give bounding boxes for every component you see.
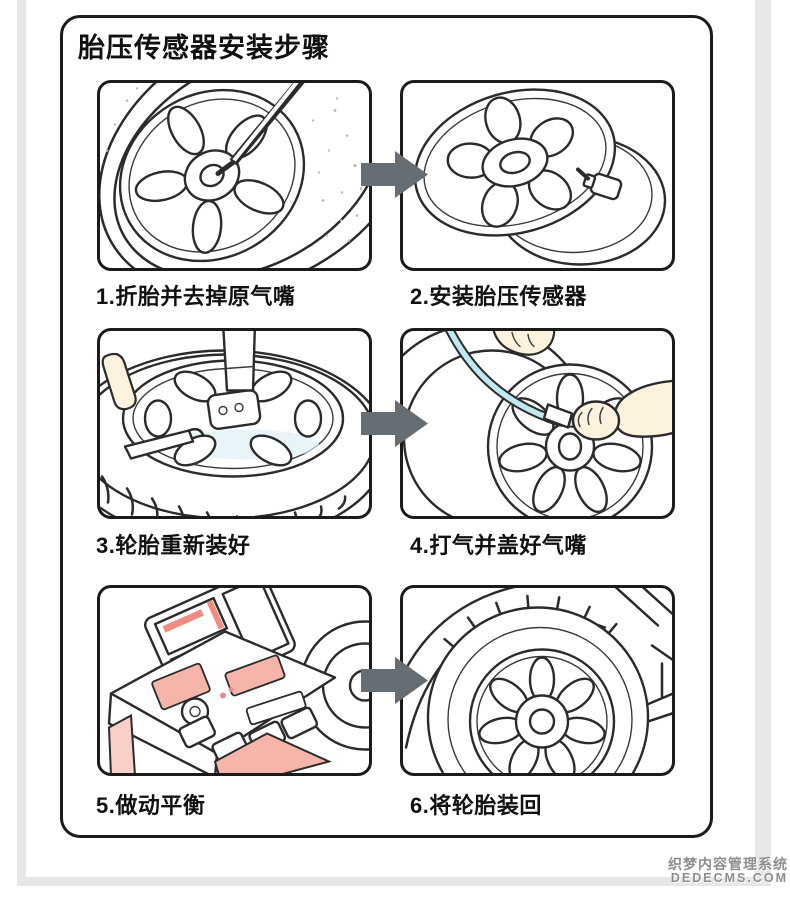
wheel-reinstall-illustration [403, 588, 672, 773]
step-caption-6: 6.将轮胎装回 [410, 793, 542, 818]
step-panel-1 [97, 80, 372, 271]
step-caption-2: 2.安装胎压传感器 [410, 284, 587, 309]
page-edge-left [17, 0, 26, 886]
sensor-install-illustration [413, 88, 667, 266]
watermark-line2: DEDECMS.COM [670, 871, 788, 886]
step-caption-3: 3.轮胎重新装好 [96, 533, 251, 558]
watermark: 织梦内容管理系统 DEDECMS.COM [568, 856, 788, 886]
step-panel-4 [400, 328, 675, 519]
step-panel-3 [97, 328, 372, 519]
step-panel-2 [400, 80, 675, 271]
arrow-right-icon [361, 151, 428, 198]
arrow-right-icon [361, 657, 428, 704]
wheel-balancing-illustration [107, 588, 369, 773]
step-caption-5: 5.做动平衡 [96, 793, 206, 818]
step-panel-5 [97, 585, 372, 776]
step-caption-4: 4.打气并盖好气嘴 [410, 533, 587, 558]
step-caption-1: 1.折胎并去掉原气嘴 [96, 284, 296, 309]
tire-remount-illustration [100, 331, 369, 516]
step-panel-6 [400, 585, 675, 776]
arrow-right-icon [361, 400, 428, 447]
page-edge-bottom [17, 877, 771, 886]
tire-inflate-illustration [403, 331, 672, 516]
page-title: 胎压传感器安装步骤 [78, 33, 330, 63]
watermark-line1: 织梦内容管理系统 [668, 856, 788, 872]
page-edge-right [755, 0, 771, 886]
tire-dismount-illustration [100, 83, 369, 268]
